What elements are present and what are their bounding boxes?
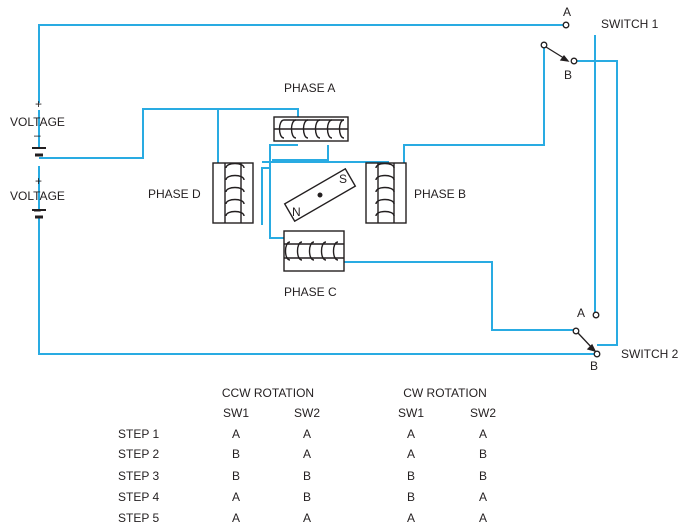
phase-a-pole [273, 116, 349, 142]
batteries [32, 147, 46, 219]
phase-d-label: PHASE D [148, 187, 201, 201]
phase-c-pole [283, 230, 345, 272]
rotor-shaft [317, 192, 323, 198]
switch-2-b-label: B [590, 359, 598, 373]
voltage-2-minus: – [34, 203, 41, 217]
switch-2-terminal-b [593, 350, 601, 358]
voltage-2-label: VOLTAGE [10, 189, 65, 203]
wire-common-tap [39, 108, 299, 159]
phase-b-label: PHASE B [414, 187, 466, 201]
switch-2-terminal-a [592, 311, 600, 319]
switch-2-a-label: A [577, 306, 585, 320]
rotor-n-label: N [292, 205, 301, 219]
voltage-2-plus: + [35, 174, 42, 188]
switch-2-label: SWITCH 2 [621, 347, 679, 361]
wire-phase-c-out [340, 261, 575, 331]
switch-1-terminal-a [562, 21, 570, 29]
switch-1-a-label: A [563, 5, 571, 19]
rotor [283, 167, 357, 223]
phase-d-coil [225, 162, 245, 217]
phase-c-label: PHASE C [284, 285, 337, 299]
phase-c-coil [284, 241, 339, 261]
voltage-1-plus: + [35, 97, 42, 111]
phase-d-core [212, 162, 254, 224]
switch-2-pivot [572, 327, 580, 335]
wire-phase-b-lead [403, 47, 545, 166]
switch-2-arrow [586, 343, 597, 353]
wire-top-rail [38, 24, 564, 103]
switch-1-pivot [540, 41, 548, 49]
switch-1-terminal-b [570, 57, 578, 65]
phase-d-pole [212, 162, 254, 224]
switch-1-arrow [559, 54, 570, 62]
wire-sw1-b-to-sw2 [576, 60, 618, 346]
phase-a-coil [278, 119, 345, 139]
wire-bottom-rail [38, 218, 595, 355]
wiring [38, 24, 618, 355]
voltage-1-minus: – [34, 128, 41, 142]
switch-1 [540, 21, 578, 65]
rotor-s-label: S [339, 172, 347, 186]
phase-b-core [365, 162, 407, 224]
phase-b-coil [375, 162, 395, 217]
wire-phase-a-bridge [272, 145, 329, 161]
switch-2 [572, 311, 601, 358]
voltage-1-label: VOLTAGE [10, 115, 65, 129]
stator [212, 116, 407, 272]
phase-c-core [283, 230, 345, 272]
switch-1-b-label: B [564, 68, 572, 82]
phase-a-label: PHASE A [284, 81, 335, 95]
phase-b-pole [365, 162, 407, 224]
switch-1-label: SWITCH 1 [601, 17, 659, 31]
